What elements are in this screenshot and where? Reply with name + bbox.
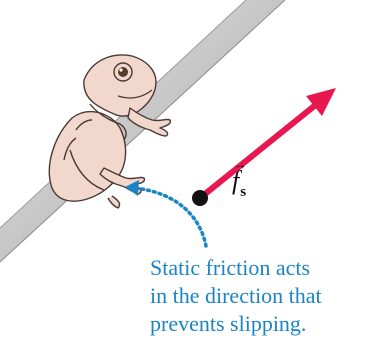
caption-line-2: in the direction that [150,282,374,310]
caption: Static friction acts in the direction th… [150,254,374,338]
force-subscript: s [240,184,246,200]
frog-eye-icon [114,63,132,81]
branch-bottom-edge [0,0,285,262]
application-point-dot [192,190,208,206]
branch-illustration [0,0,285,262]
vector-arrow-mark: → [233,159,247,173]
frog-icon [49,55,170,208]
caption-line-1: Static friction acts [150,254,374,282]
friction-force-label: → fs [232,168,246,205]
caption-line-3: prevents slipping. [150,310,374,338]
force-arrow-icon [200,88,336,198]
